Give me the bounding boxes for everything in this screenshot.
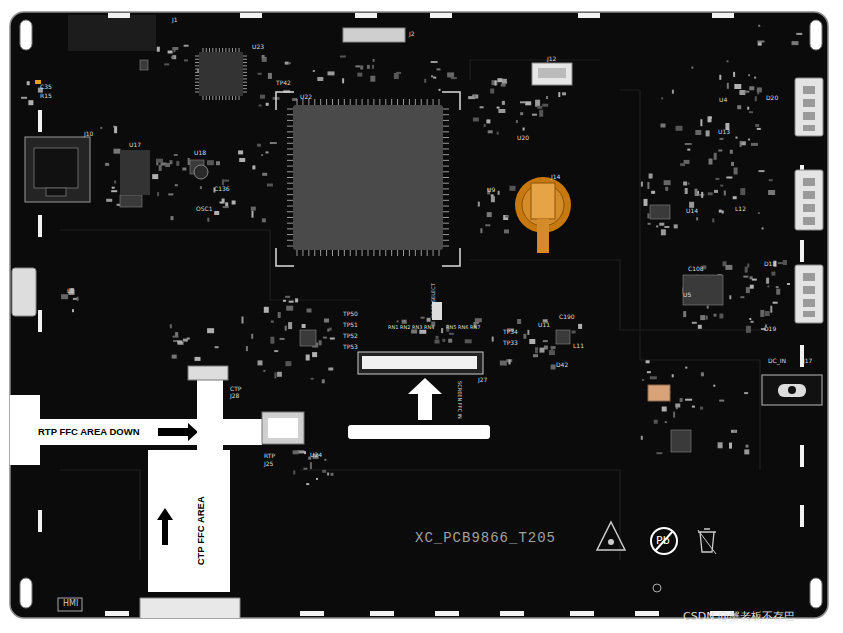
silkscreen-label: U20 bbox=[517, 135, 529, 141]
silkscreen-label: J2 bbox=[409, 31, 415, 37]
silkscreen-label: SCREEN FFC IN bbox=[457, 381, 462, 419]
silkscreen-label: HMI bbox=[63, 600, 78, 608]
silkscreen-label: J1 bbox=[172, 17, 178, 23]
silkscreen-label: RN6 bbox=[458, 325, 468, 330]
silkscreen-label: D42 bbox=[556, 362, 568, 368]
silkscreen-label: RN3 bbox=[412, 325, 422, 330]
silkscreen-label: J10 bbox=[84, 131, 93, 137]
silkscreen-label: RN2 bbox=[400, 325, 410, 330]
silkscreen-label: U17 bbox=[129, 142, 141, 148]
silkscreen-label: RN1 bbox=[388, 325, 398, 330]
silkscreen-label: J14 bbox=[551, 174, 560, 180]
area-label: CTP FFC AREA bbox=[196, 496, 206, 565]
silkscreen-label: RN5 bbox=[446, 325, 456, 330]
silkscreen-label: RN4 bbox=[424, 325, 434, 330]
silkscreen-label: J25 bbox=[264, 461, 273, 467]
silkscreen-label: R15 bbox=[40, 93, 52, 99]
silkscreen-label: J12 bbox=[547, 56, 556, 62]
silkscreen-label: U18 bbox=[194, 150, 206, 156]
silkscreen-label: OSC1 bbox=[196, 206, 213, 212]
silkscreen-label: TP50 bbox=[343, 311, 358, 317]
silkscreen-label: RN7 bbox=[470, 325, 480, 330]
silkscreen-label: C108 bbox=[688, 266, 704, 272]
silkscreen-label: U24 bbox=[310, 452, 322, 458]
silkscreen-label: U22 bbox=[300, 94, 312, 100]
silkscreen-label: TP42 bbox=[276, 80, 291, 86]
ffc-area-band: RTP FFC AREA DOWN bbox=[12, 419, 262, 445]
silkscreen-label: D19 bbox=[764, 326, 776, 332]
watermark: CSDN @蟹老板不存巴 bbox=[683, 611, 795, 622]
silkscreen-label: C35 bbox=[40, 84, 52, 90]
silkscreen-label: L11 bbox=[573, 343, 584, 349]
silkscreen-label: D20 bbox=[766, 95, 778, 101]
silkscreen-label: TP51 bbox=[343, 322, 358, 328]
silkscreen-label: CTP bbox=[230, 386, 241, 392]
silkscreen-label: J28 bbox=[230, 393, 239, 399]
silkscreen-label: J17 bbox=[803, 358, 812, 364]
silkscreen-label: C136 bbox=[214, 186, 230, 192]
ffc-area-band: CTP FFC AREA bbox=[148, 450, 230, 592]
silkscreen-label: RTP bbox=[264, 453, 275, 459]
silkscreen-label: U4 bbox=[719, 97, 727, 103]
silkscreen-label: L8 bbox=[67, 288, 74, 294]
silkscreen-label: L12 bbox=[735, 206, 746, 212]
silkscreen-label: U23 bbox=[252, 44, 264, 50]
silkscreen-label: TP53 bbox=[343, 344, 358, 350]
silkscreen-label: C190 bbox=[559, 314, 575, 320]
silkscreen-label: U9 bbox=[487, 187, 495, 193]
silkscreen-label: U5 bbox=[683, 292, 691, 298]
silkscreen-label: U14 bbox=[686, 208, 698, 214]
silkscreen-label: BOOT SELECT bbox=[431, 283, 436, 318]
silkscreen-label: U11 bbox=[538, 322, 550, 328]
area-label: RTP FFC AREA DOWN bbox=[38, 427, 140, 437]
silkscreen-label: TP33 bbox=[503, 340, 518, 346]
silkscreen-label: Pb bbox=[656, 535, 670, 546]
silkscreen-label: TP52 bbox=[343, 333, 358, 339]
silkscreen-label: TP34 bbox=[503, 329, 518, 335]
silkscreen-label: D18 bbox=[764, 261, 776, 267]
silkscreen-label: J27 bbox=[478, 377, 487, 383]
board-name: XC_PCB9866_T205 bbox=[415, 531, 556, 545]
silkscreen-label: DC_IN bbox=[768, 358, 786, 364]
silkscreen-label: U13 bbox=[718, 129, 730, 135]
